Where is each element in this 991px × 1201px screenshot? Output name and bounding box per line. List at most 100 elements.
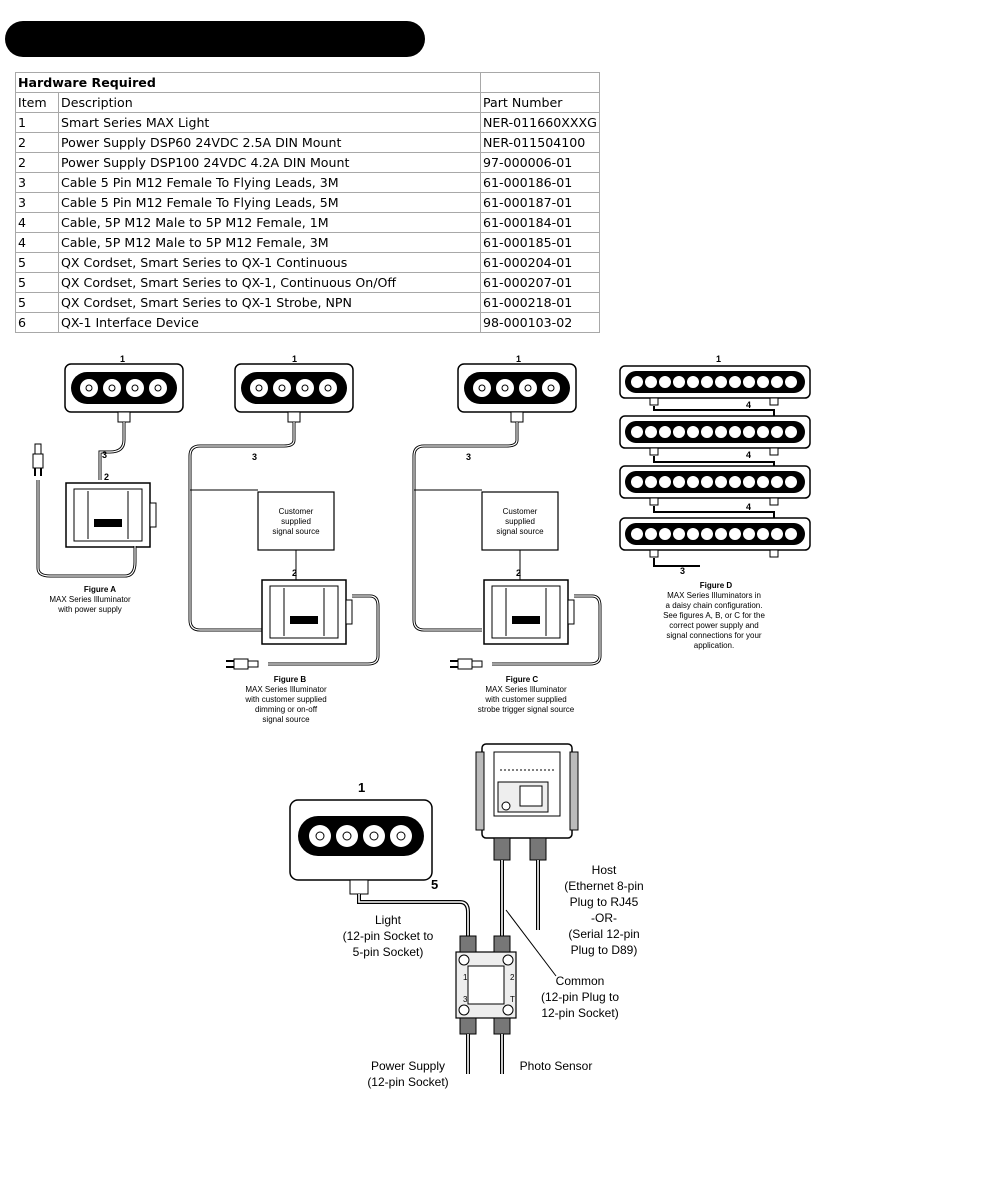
caption-line: See figures A, B, or C for the <box>663 611 765 620</box>
item-cell: 1 <box>15 112 59 133</box>
description-cell: Cable, 5P M12 Male to 5P M12 Female, 3M <box>58 232 481 253</box>
hardware-table: Hardware Required Item Description Part … <box>15 72 600 333</box>
table-title-empty-cell <box>480 72 600 93</box>
common-label: 12-pin Socket) <box>541 1006 618 1020</box>
power-supply-icon <box>261 579 353 645</box>
source-line: supplied <box>505 517 535 526</box>
callout-number: 2 <box>292 568 297 578</box>
description-cell: QX-1 Interface Device <box>58 312 481 333</box>
description-cell: QX Cordset, Smart Series to QX-1, Contin… <box>58 272 481 293</box>
port-label: 1 <box>463 973 468 982</box>
description-cell: Smart Series MAX Light <box>58 112 481 133</box>
callout-number: 1 <box>358 780 365 795</box>
power-plug-icon <box>449 658 483 670</box>
source-line: signal source <box>496 527 544 536</box>
light-bar-icon <box>619 365 811 406</box>
callout-number: 5 <box>431 877 438 892</box>
figure-title: Figure A <box>84 585 116 594</box>
caption-line: with power supply <box>57 605 122 614</box>
light-bar-icon <box>619 415 811 456</box>
light-label: 5-pin Socket) <box>353 945 424 959</box>
host-label: (Ethernet 8-pin <box>564 879 643 893</box>
item-cell: 5 <box>15 252 59 273</box>
description-cell: Cable, 5P M12 Male to 5P M12 Female, 1M <box>58 212 481 233</box>
host-label: (Serial 12-pin <box>568 927 639 941</box>
source-line: supplied <box>281 517 311 526</box>
source-line: signal source <box>272 527 320 536</box>
callout-number: 1 <box>120 354 125 364</box>
power-supply-label: Power Supply <box>371 1059 445 1073</box>
description-cell: QX Cordset, Smart Series to QX-1 Continu… <box>58 252 481 273</box>
item-cell: 5 <box>15 272 59 293</box>
photo-sensor-label: Photo Sensor <box>520 1059 593 1073</box>
signal-source-box <box>257 491 335 551</box>
caption-line: correct power supply and <box>669 621 758 630</box>
item-cell: 3 <box>15 192 59 213</box>
table-header-row: Item Description Part Number <box>15 92 600 113</box>
callout-number: 3 <box>252 452 257 462</box>
callout-number: 4 <box>746 502 751 512</box>
figure-title: Figure C <box>506 675 539 684</box>
light-label: Light <box>375 913 402 927</box>
figure-qx1: 1 5 1 2 3 T <box>289 743 644 1089</box>
description-cell: Power Supply DSP100 24VDC 4.2A DIN Mount <box>58 152 481 173</box>
column-header-part-number: Part Number <box>480 92 600 113</box>
figure-b: Customer supplied signal source 1 3 2 Fi… <box>188 354 380 724</box>
part-number-cell: 97-000006-01 <box>480 152 600 173</box>
description-cell: Cable 5 Pin M12 Female To Flying Leads, … <box>58 172 481 193</box>
light-icon <box>64 363 184 423</box>
callout-number: 3 <box>102 450 107 460</box>
figure-d: 1 4 4 4 3 Figure D MAX Series Illuminato… <box>619 354 811 650</box>
part-number-cell: 61-000207-01 <box>480 272 600 293</box>
common-label: Common <box>556 974 605 988</box>
host-label: Host <box>592 863 617 877</box>
power-supply-icon <box>65 482 157 548</box>
light-label: (12-pin Socket to <box>343 929 434 943</box>
part-number-cell: 61-000186-01 <box>480 172 600 193</box>
part-number-cell: 61-000184-01 <box>480 212 600 233</box>
common-label: (12-pin Plug to <box>541 990 619 1004</box>
table-title-row: Hardware Required <box>15 72 600 93</box>
caption-line: with customer supplied <box>484 695 566 704</box>
light-bar-icon <box>619 517 811 558</box>
caption-line: MAX Series Illuminator <box>49 595 131 604</box>
figure-title: Figure B <box>274 675 307 684</box>
source-line: Customer <box>503 507 538 516</box>
figure-title: Figure D <box>700 581 733 590</box>
caption-line: MAX Series Illuminator <box>485 685 567 694</box>
column-header-description: Description <box>58 92 481 113</box>
callout-number: 4 <box>746 400 751 410</box>
item-cell: 4 <box>15 232 59 253</box>
source-line: Customer <box>279 507 314 516</box>
callout-number: 1 <box>516 354 521 364</box>
table-title: Hardware Required <box>15 72 481 93</box>
caption-line: MAX Series Illuminators in <box>667 591 761 600</box>
figure-a: 1 3 2 Figure A MAX Series Illuminator wi… <box>32 354 184 614</box>
caption-line: a daisy chain configuration. <box>666 601 763 610</box>
item-cell: 2 <box>15 132 59 153</box>
callout-number: 4 <box>746 450 751 460</box>
callout-number: 2 <box>104 472 109 482</box>
caption-line: MAX Series Illuminator <box>245 685 327 694</box>
callout-number: 3 <box>466 452 471 462</box>
figure-c: Customer supplied signal source 1 3 2 Fi… <box>412 354 602 714</box>
part-number-cell: NER-011660XXXG <box>480 112 600 133</box>
caption-line: dimming or on-off <box>255 705 318 714</box>
part-number-cell: 61-000218-01 <box>480 292 600 313</box>
section-header-bar <box>5 21 425 57</box>
item-cell: 5 <box>15 292 59 313</box>
column-header-item: Item <box>15 92 59 113</box>
callout-number: 2 <box>516 568 521 578</box>
item-cell: 4 <box>15 212 59 233</box>
caption-line: signal connections for your <box>666 631 762 640</box>
power-supply-icon <box>483 579 575 645</box>
port-label: T <box>510 995 515 1004</box>
